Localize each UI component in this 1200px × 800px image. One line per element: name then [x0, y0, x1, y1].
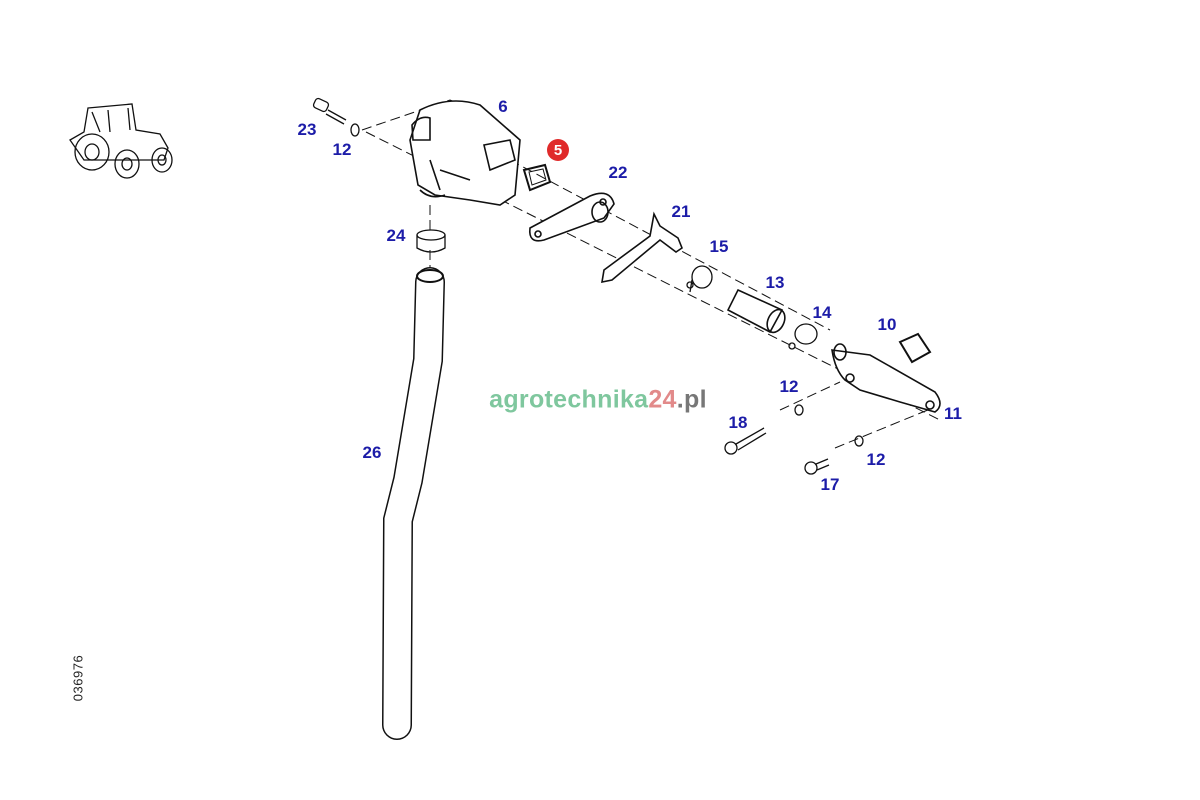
- watermark-part: .pl: [676, 385, 707, 414]
- bracket-22: [528, 192, 615, 242]
- watermark-part: 24: [648, 385, 677, 414]
- part-label-13[interactable]: 13: [765, 273, 785, 292]
- part-label-10[interactable]: 10: [877, 315, 897, 334]
- part-label-21[interactable]: 21: [671, 202, 691, 221]
- pipe-11: [831, 343, 941, 413]
- gasket-5: [522, 163, 552, 192]
- part-label-11[interactable]: 11: [944, 404, 962, 423]
- watermark-logo: agrotechnika24.pl: [489, 386, 707, 415]
- part-label-15[interactable]: 15: [709, 237, 729, 256]
- gasket-10: [898, 332, 932, 364]
- part-label-24[interactable]: 24: [386, 226, 406, 245]
- washer-12: [854, 435, 864, 447]
- part-label-6[interactable]: 6: [498, 97, 508, 116]
- part-label-18[interactable]: 18: [728, 413, 748, 432]
- ring-24: [416, 229, 446, 253]
- part-label-26[interactable]: 26: [362, 443, 382, 462]
- part-label-23[interactable]: 23: [297, 120, 317, 139]
- highlighted-part-badge-5[interactable]: 5: [547, 139, 569, 161]
- part-label-12[interactable]: 12: [866, 450, 886, 469]
- bolt-23: [312, 97, 347, 125]
- tractor-icon: [69, 103, 173, 179]
- strap-21: [601, 211, 683, 284]
- washer-12: [350, 123, 360, 137]
- bolt-18: [724, 427, 767, 455]
- hose-26: [382, 267, 445, 740]
- part-label-14[interactable]: 14: [812, 303, 832, 322]
- bolt-17: [804, 458, 830, 475]
- washer-12: [794, 404, 804, 416]
- drawing-code: 036976: [70, 654, 86, 702]
- part-label-12[interactable]: 12: [779, 377, 799, 396]
- filter-housing-6: [409, 100, 521, 206]
- part-label-12[interactable]: 12: [332, 140, 352, 159]
- hose-13: [726, 288, 786, 334]
- part-label-22[interactable]: 22: [608, 163, 628, 182]
- watermark-part: agrotechnika: [489, 385, 649, 414]
- clamp-14: [788, 323, 818, 350]
- part-label-17[interactable]: 17: [820, 475, 840, 494]
- clamp-15: [686, 265, 713, 293]
